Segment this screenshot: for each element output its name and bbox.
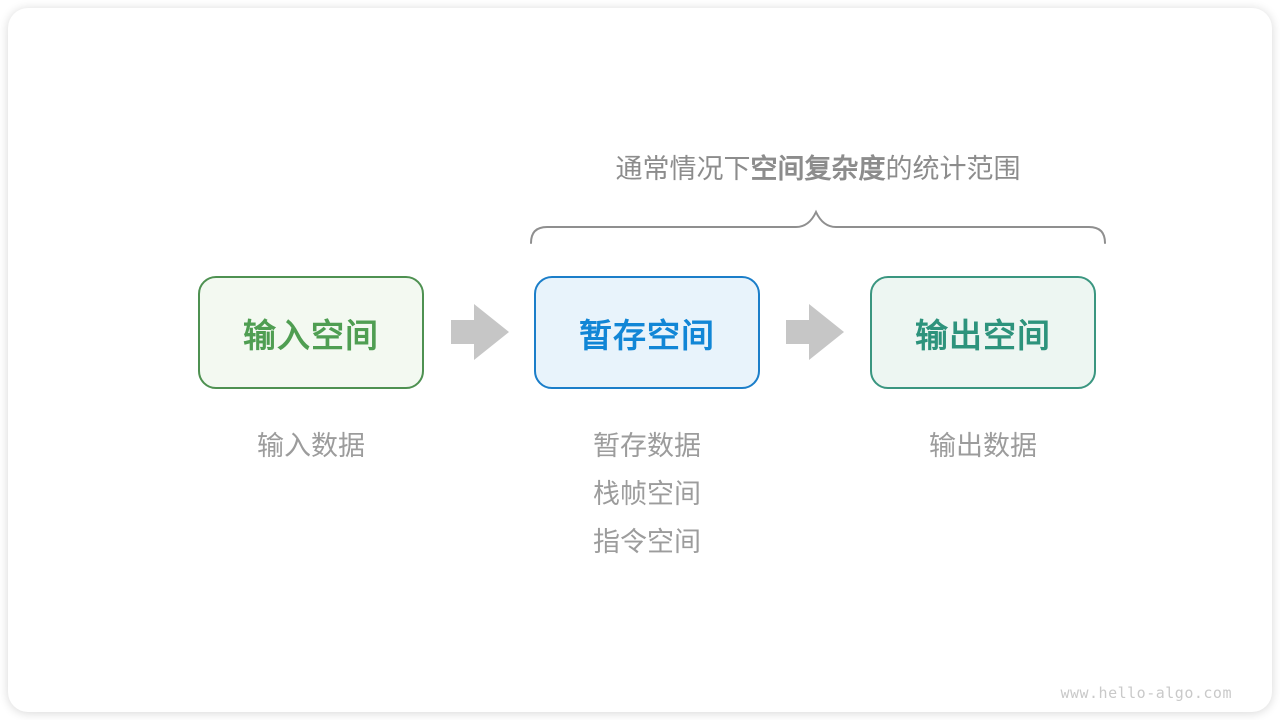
title-suffix: 的统计范围 — [885, 154, 1021, 184]
diagram-title: 通常情况下空间复杂度的统计范围 — [418, 154, 1218, 184]
node-temp-space: 暂存空间 — [534, 276, 760, 389]
node-input-space-label: 输入空间 — [243, 316, 379, 354]
title-emphasis: 空间复杂度 — [750, 154, 886, 184]
caption-output-data: 输出数据 — [929, 431, 1037, 461]
caption-input-data: 输入数据 — [257, 431, 365, 461]
title-prefix: 通常情况下 — [615, 154, 751, 184]
caption-temp-data: 暂存数据 — [593, 431, 701, 461]
node-input-space: 输入空间 — [198, 276, 424, 389]
card: 通常情况下空间复杂度的统计范围 输入空间 暂存空间 输出空间 输入数据 暂存数据… — [8, 8, 1272, 712]
watermark: www.hello-algo.com — [1060, 684, 1232, 702]
node-output-space: 输出空间 — [870, 276, 1096, 389]
node-output-space-label: 输出空间 — [915, 316, 1051, 354]
node-temp-space-label: 暂存空间 — [579, 316, 715, 354]
curly-brace-icon — [530, 209, 1106, 244]
caption-instruction-space: 指令空间 — [593, 527, 701, 557]
arrow-right-icon — [786, 304, 844, 360]
caption-stack-frame-space: 栈帧空间 — [593, 479, 701, 509]
arrow-right-icon — [451, 304, 509, 360]
